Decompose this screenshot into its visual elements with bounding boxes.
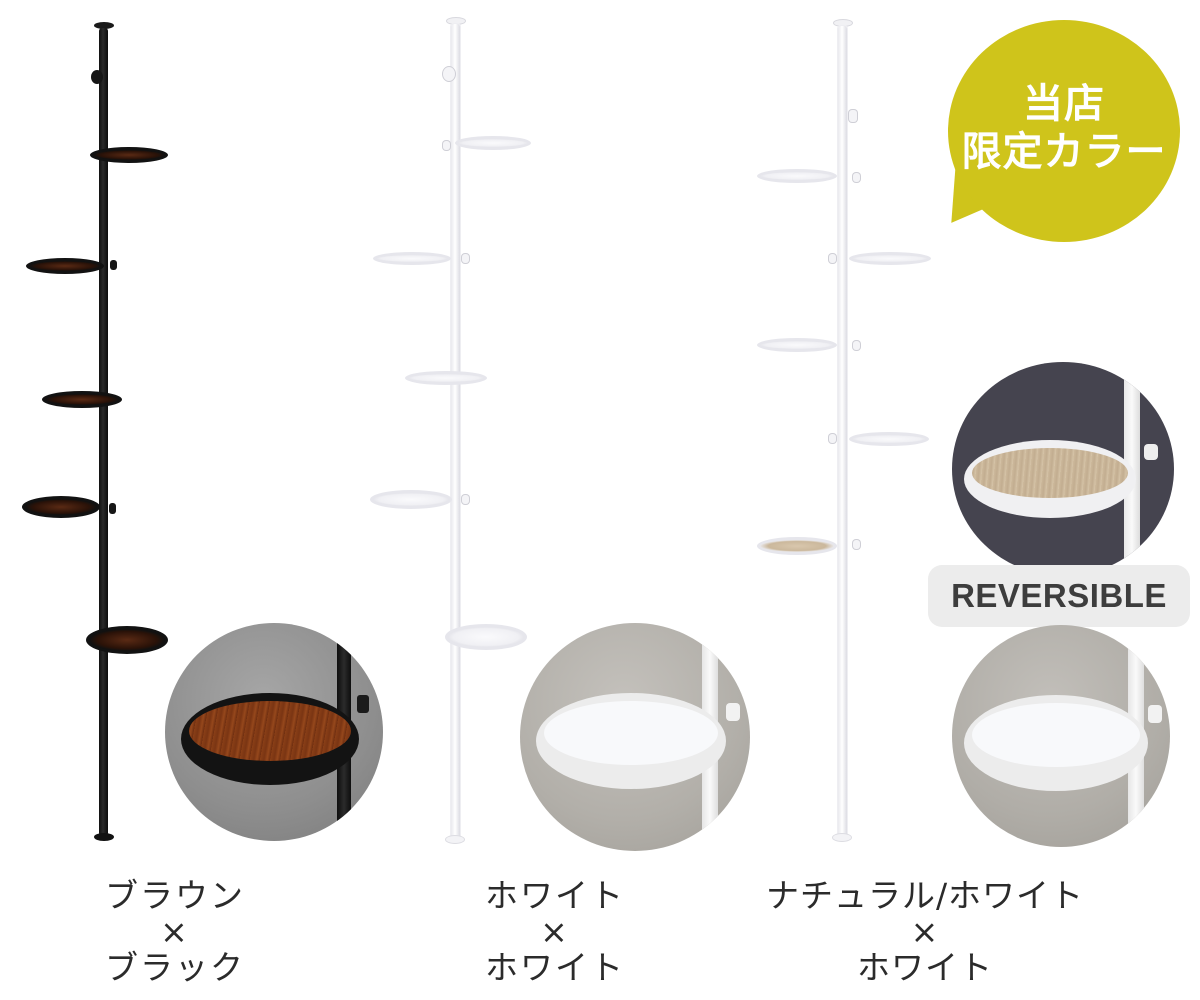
shelf-tray (370, 490, 452, 509)
badge-line2: 限定カラー (961, 129, 1167, 175)
shelf-tray (26, 258, 104, 274)
adjust-knob (443, 67, 455, 81)
color-name-line1: ナチュラル/ホワイト (765, 876, 1085, 915)
shelf-knob (853, 341, 860, 350)
ceiling-cap (447, 18, 465, 24)
shelf-knob (853, 540, 860, 549)
shelf-tray (22, 496, 100, 518)
shelf-knob (110, 260, 117, 270)
adjust-knob (849, 110, 857, 122)
floor-foot (94, 833, 114, 841)
pole (451, 24, 460, 840)
closeup-knob (357, 695, 369, 713)
shelf-tray (90, 147, 168, 163)
reversible-label: REVERSIBLE (951, 577, 1167, 614)
adjust-knob (91, 70, 103, 84)
ceiling-cap (834, 20, 852, 26)
separator-x: × (160, 912, 190, 951)
speech-bubble-icon (948, 20, 1180, 242)
shelf-tray (86, 626, 168, 654)
pole (838, 26, 847, 838)
tray-closeup-natural-image (952, 362, 1174, 576)
shelf-tray (757, 537, 837, 555)
shelf-tray (42, 391, 122, 408)
product-label-brown-black: ブラウン × ブラック (90, 878, 260, 986)
tray-closeup-image (165, 623, 383, 841)
shelf-tray (757, 338, 837, 352)
shelf-tray (849, 252, 931, 265)
shelf-tray (405, 371, 487, 385)
badge-line1: 当店 (1023, 81, 1105, 127)
separator-x: × (540, 912, 570, 951)
closeup-knob (726, 703, 740, 721)
tray-closeup-image (520, 623, 750, 851)
pole (99, 28, 108, 836)
closeup-surface (544, 701, 718, 765)
closeup-knob (1148, 705, 1162, 723)
shelf-tray (373, 252, 451, 265)
closeup-wood (972, 448, 1128, 498)
shelf-tray (445, 624, 527, 650)
tray-closeup-white-image (952, 625, 1170, 847)
shelf-knob (829, 254, 836, 263)
product-label-natural-white: ナチュラル/ホワイト × ホワイト (760, 878, 1090, 986)
shelf-tray (455, 136, 531, 150)
color-name-line2: ホワイト (857, 948, 993, 987)
ceiling-cap (94, 22, 114, 29)
closeup-surface (972, 703, 1140, 767)
shelf-knob (109, 503, 116, 514)
shelf-tray (849, 432, 929, 446)
floor-foot (833, 834, 851, 841)
limited-color-text: 当店 限定カラー (948, 80, 1180, 176)
color-name-line1: ブラウン (105, 876, 245, 915)
shelf-tray (757, 169, 837, 183)
closeup-wood (189, 701, 351, 761)
shelf-knob (462, 254, 469, 263)
closeup-knob (1144, 444, 1158, 460)
shelf-knob (443, 141, 450, 150)
shelf-knob (462, 495, 469, 504)
separator-x: × (910, 912, 940, 951)
reversible-badge: REVERSIBLE (928, 565, 1190, 627)
color-name-line1: ホワイト (485, 876, 625, 915)
color-name-line2: ホワイト (485, 948, 625, 987)
product-label-white-white: ホワイト × ホワイト (470, 878, 640, 986)
shelf-knob (853, 173, 860, 182)
shelf-knob (829, 434, 836, 443)
floor-foot (446, 836, 464, 843)
color-name-line2: ブラック (105, 948, 245, 987)
